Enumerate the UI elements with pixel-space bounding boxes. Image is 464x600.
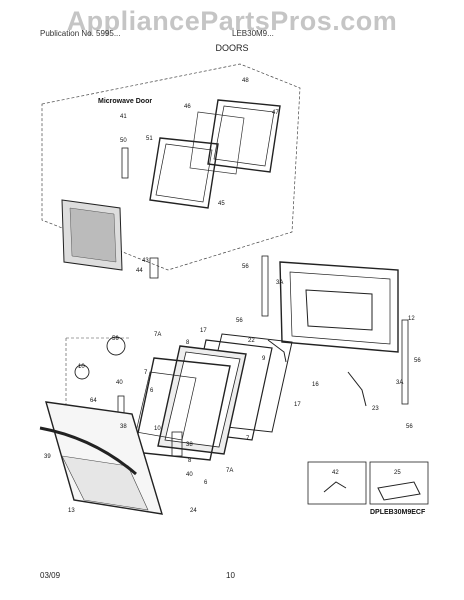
part-label-16: 16 — [312, 382, 319, 388]
part-label-3a-a: 3A — [276, 280, 283, 286]
microwave-door-frame-inner — [213, 105, 275, 167]
part-label-7a-a: 7A — [154, 332, 161, 338]
section-title: DOORS — [215, 43, 249, 53]
oven-door-inner-panel — [279, 261, 399, 353]
door-bracket — [171, 431, 183, 457]
part-label-22: 22 — [248, 338, 255, 344]
part-label-17-a: 17 — [294, 402, 301, 408]
microwave-glass — [189, 111, 245, 175]
oven-door-window — [305, 289, 373, 331]
publication-number: Publication No. 5995... — [40, 29, 121, 38]
part-label-3a-b: 3A — [396, 380, 403, 386]
part-label-56-c: 56 — [414, 358, 421, 364]
inset-part-25 — [377, 481, 421, 501]
part-label-56-d: 56 — [406, 424, 413, 430]
model-number: LEB30M9... — [232, 29, 274, 38]
part-label-9: 9 — [262, 356, 266, 362]
part-label-43: 43 — [142, 258, 149, 264]
part-label-10-b: 10 — [154, 426, 161, 432]
door-side-channel-left — [261, 255, 269, 317]
part-label-48: 48 — [242, 78, 249, 84]
microwave-group-outline — [41, 63, 301, 271]
part-label-56-a: 56 — [242, 264, 249, 270]
watermark: AppliancePartsPros.com — [66, 6, 398, 36]
part-label-42: 42 — [332, 470, 339, 476]
microwave-mesh-pattern — [69, 207, 117, 263]
footer-date: 03/09 — [40, 571, 61, 580]
inset-box-25 — [369, 461, 429, 505]
outer-door-window — [61, 455, 149, 511]
part-label-38-a: 38 — [120, 424, 127, 430]
part-label-13: 13 — [68, 508, 75, 514]
part-label-46: 46 — [184, 104, 191, 110]
oven-door-inner-liner — [289, 271, 391, 345]
part-label-10-a: 10 — [78, 364, 85, 370]
part-label-44: 44 — [136, 268, 143, 274]
part-label-45: 45 — [218, 201, 225, 207]
inset-box-42 — [307, 461, 367, 505]
part-label-7-a: 7 — [144, 370, 148, 376]
screw-callout-10 — [74, 364, 90, 380]
screw-callout-56 — [106, 336, 126, 356]
part-label-17-b: 17 — [200, 328, 207, 334]
microwave-inner-frame — [149, 137, 219, 209]
part-label-6-b: 6 — [204, 480, 208, 486]
part-label-40-a: 40 — [116, 380, 123, 386]
part-label-41: 41 — [120, 114, 127, 120]
part-label-6-a: 6 — [150, 388, 154, 394]
part-label-40-b: 40 — [186, 472, 193, 478]
microwave-handle-strip — [121, 147, 129, 179]
part-label-56-e: 56 — [112, 336, 119, 342]
footer-page-number: 10 — [226, 571, 235, 580]
part-label-24: 24 — [190, 508, 197, 514]
door-side-channel-right — [401, 319, 409, 405]
door-glass-middle — [164, 351, 241, 448]
hinge-left — [267, 339, 287, 363]
part-label-7-b: 7 — [246, 436, 250, 442]
door-inner-frame — [133, 357, 231, 461]
part-label-56-b: 56 — [236, 318, 243, 324]
microwave-door-frame — [207, 99, 281, 173]
part-label-64: 64 — [90, 398, 97, 404]
microwave-inner-frame-edge — [155, 143, 213, 203]
part-label-8-b: 8 — [188, 458, 192, 464]
part-label-25: 25 — [394, 470, 401, 476]
part-label-12: 12 — [408, 316, 415, 322]
part-label-50: 50 — [120, 138, 127, 144]
part-label-23: 23 — [372, 406, 379, 412]
part-label-47: 47 — [272, 110, 279, 116]
hinge-right — [347, 371, 367, 407]
microwave-door-label: Microwave Door — [98, 98, 152, 105]
model-code: DPLEB30M9ECF — [370, 509, 426, 516]
part-label-8-a: 8 — [186, 340, 190, 346]
part-label-39: 39 — [44, 454, 51, 460]
part-label-7a-b: 7A — [226, 468, 233, 474]
part-label-51: 51 — [146, 136, 153, 142]
part-label-38-b: 38 — [186, 442, 193, 448]
inset-part-42 — [323, 481, 347, 493]
oven-door-handle — [39, 426, 137, 476]
microwave-latch — [149, 257, 159, 279]
